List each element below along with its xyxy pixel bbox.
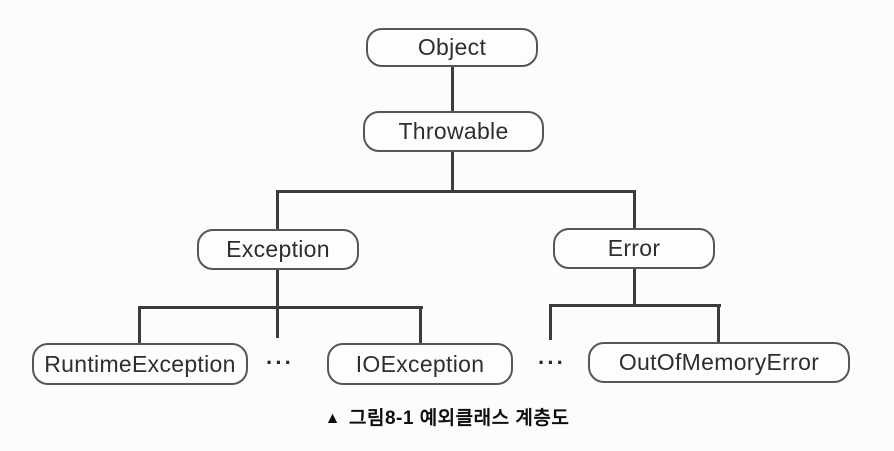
connector-throwable-branch-bar [276,190,636,193]
connector-branch-exception [276,190,279,229]
caption-text: 그림8-1 예외클래스 계층도 [349,408,570,429]
figure-caption: ▲ 그림8-1 예외클래스 계층도 [0,403,894,430]
connector-branch-error [633,190,636,228]
connector-branch-error-ellipsis [549,304,552,340]
ellipsis-under-exception: ··· [266,350,294,375]
connector-exception-branch-stem [276,270,279,307]
node-throwable: Throwable [363,111,544,152]
connector-branch-out-of-memory-error [717,304,720,342]
node-error: Error [553,228,715,269]
node-object: Object [366,28,538,67]
caption-triangle-icon: ▲ [324,410,341,427]
node-out-of-memory-error: OutOfMemoryError [588,342,850,383]
node-runtime-exception: RuntimeException [32,343,248,385]
connector-object-throwable [451,67,454,111]
connector-error-branch-bar [549,304,721,307]
connector-branch-runtime-exception [138,306,141,343]
connector-exception-branch-bar [138,306,423,309]
connector-error-branch-stem [633,269,636,305]
connector-branch-exception-ellipsis [276,306,279,338]
connector-branch-io-exception [419,306,422,343]
node-io-exception: IOException [327,343,513,385]
connector-throwable-branch-stem [451,152,454,191]
node-exception: Exception [197,229,359,270]
ellipsis-under-error: ··· [538,350,566,375]
